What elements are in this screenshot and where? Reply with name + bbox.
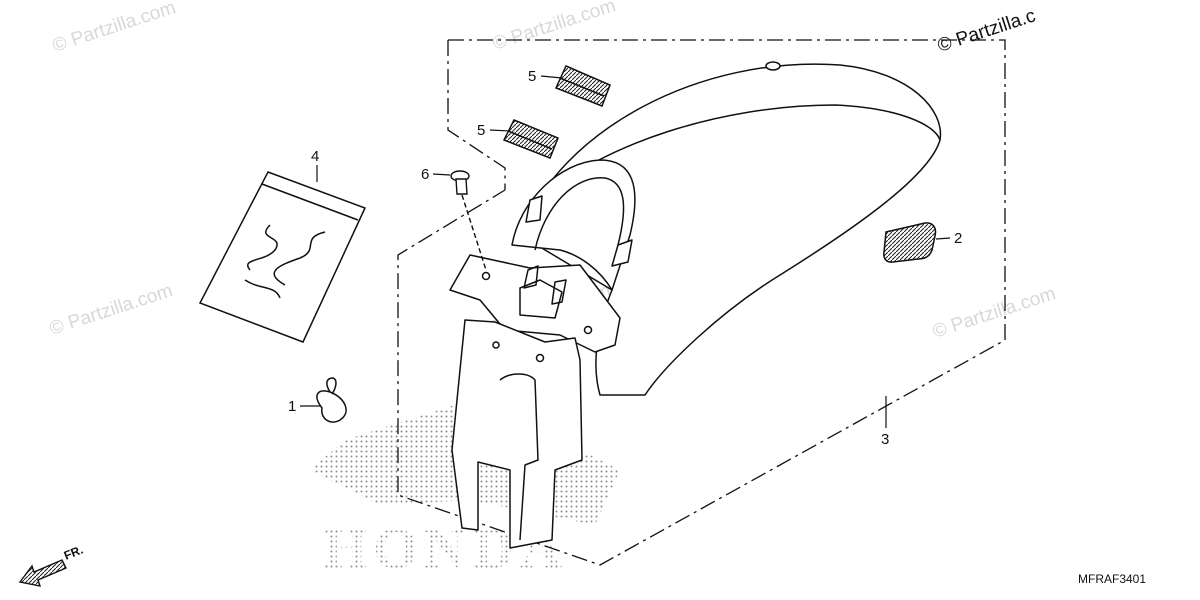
reflector-body bbox=[554, 65, 611, 107]
front-label: FR. bbox=[62, 543, 85, 563]
callout-3: 3 bbox=[881, 431, 889, 448]
watermark-text: © Partzilla.com bbox=[490, 0, 618, 55]
callout-5: 5 bbox=[528, 68, 536, 85]
rear-fender[interactable] bbox=[449, 61, 942, 549]
fender-tail-bracket bbox=[449, 254, 621, 353]
reflector-body bbox=[883, 222, 937, 263]
rivet-leader bbox=[461, 194, 487, 271]
diagram-code: MFRAF3401 bbox=[1078, 572, 1146, 586]
leader-line-2 bbox=[935, 237, 951, 240]
callout-4: 4 bbox=[311, 148, 319, 165]
callout-2: 2 bbox=[954, 230, 962, 247]
bracket-slot-left bbox=[523, 265, 539, 289]
callout-labels: 1 2 3 4 5 5 6 bbox=[288, 68, 962, 448]
leader-line-5b bbox=[489, 129, 511, 132]
mount-hole bbox=[535, 353, 545, 363]
bag-seal bbox=[261, 183, 359, 221]
fender-underside bbox=[511, 159, 636, 291]
wire-clip[interactable] bbox=[316, 377, 347, 423]
watermark-text: © Partzilla.com bbox=[50, 0, 178, 57]
watermark-text: © Partzilla.com bbox=[47, 280, 175, 340]
rivet-shaft bbox=[455, 178, 468, 195]
fender-top-hole bbox=[765, 61, 781, 71]
fender-side-tab bbox=[611, 239, 633, 267]
reflector-body bbox=[502, 119, 559, 159]
clip-tail bbox=[326, 377, 337, 395]
fender-mud-flap bbox=[451, 319, 583, 549]
rear-reflector[interactable] bbox=[883, 222, 937, 263]
leader-line-5a bbox=[540, 75, 563, 79]
mount-hole bbox=[492, 341, 500, 349]
side-reflector-lower[interactable] bbox=[502, 119, 559, 159]
reflector-rim bbox=[559, 77, 605, 97]
clip-loop bbox=[316, 390, 347, 423]
leader-line-6 bbox=[432, 173, 451, 176]
mud-flap-inner-outline bbox=[499, 373, 539, 541]
bag-scribble bbox=[244, 224, 326, 299]
document-bag[interactable] bbox=[198, 171, 367, 343]
bracket-slot-right bbox=[551, 279, 567, 305]
watermark-text: © Partzilla.com bbox=[930, 283, 1058, 343]
corner-watermark: © Partzilla.c bbox=[935, 5, 1038, 56]
reflector-rim bbox=[507, 130, 553, 150]
callout-5: 5 bbox=[477, 122, 485, 139]
front-direction-indicator: FR. bbox=[18, 543, 85, 587]
assembly-boundary bbox=[397, 39, 1006, 566]
push-rivet[interactable] bbox=[450, 170, 487, 271]
mount-hole bbox=[481, 271, 491, 281]
side-reflector-upper[interactable] bbox=[554, 65, 611, 107]
front-arrow-icon bbox=[18, 559, 67, 587]
fender-inner-curve bbox=[534, 177, 625, 251]
callout-1: 1 bbox=[288, 398, 296, 415]
bag-outline bbox=[198, 171, 367, 343]
fender-side-tab bbox=[525, 195, 543, 223]
mount-hole bbox=[583, 325, 593, 335]
leader-lines bbox=[300, 75, 951, 428]
callout-6: 6 bbox=[421, 166, 429, 183]
